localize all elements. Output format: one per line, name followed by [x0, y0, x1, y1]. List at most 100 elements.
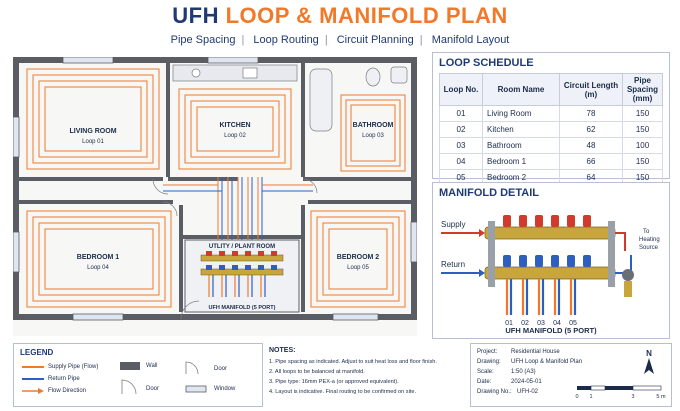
- room-loop-bedroom2: Loop 05: [347, 265, 369, 271]
- bracket-left: [488, 221, 495, 287]
- cell: 03: [439, 137, 483, 154]
- utility-room: [184, 239, 300, 313]
- scale-tick: 0: [575, 394, 578, 400]
- info-drawing: Drawing:UFH Loop & Manifold Plan: [477, 359, 583, 365]
- room-name-utility: UTLITY / PLANT ROOM: [209, 244, 275, 250]
- legend-wall-swatch: [120, 362, 140, 370]
- room-loop-living: Loop 01: [82, 139, 104, 145]
- supply-bar: [484, 226, 616, 240]
- loop-schedule-title: LOOP SCHEDULE: [439, 57, 534, 69]
- notes-panel: NOTES: 1. Pipe spacing as indicated. Adj…: [265, 343, 465, 405]
- plan-manifold: [200, 251, 284, 297]
- legend-door2-label: Door: [214, 366, 228, 372]
- feed-pipes: [163, 177, 313, 247]
- legend-door2-swatch: [185, 361, 199, 375]
- port-label: 04: [553, 320, 561, 327]
- manifold-detail-panel: MANIFOLD DETAIL Supply Return: [432, 182, 670, 339]
- return-label: Return: [441, 260, 465, 269]
- return-bar: [484, 266, 616, 280]
- legend-window-swatch: [185, 385, 207, 393]
- manifold-detail-drawing: Supply Return: [441, 215, 660, 327]
- cell: Kitchen: [482, 121, 560, 138]
- subtitle-bar: Pipe Spacing| Loop Routing| Circuit Plan…: [0, 34, 680, 46]
- window-marks: [13, 57, 417, 321]
- legend-title: LEGEND: [20, 348, 54, 357]
- supply-label: Supply: [441, 220, 465, 229]
- room-loop-kitchen: Loop 02: [224, 133, 246, 139]
- manifold-detail-caption: UFH MANIFOLD (5 PORT): [505, 326, 597, 335]
- room-loop-bathroom: Loop 03: [362, 133, 384, 139]
- project-info-panel: Project:Residential House Drawing:UFH Lo…: [470, 343, 672, 407]
- bath-fixtures: [309, 66, 408, 132]
- scale-tick: 3: [631, 394, 634, 400]
- room-name-bathroom: BATHROOM: [353, 122, 394, 129]
- plan-manifold-caption: UFH MANIFOLD (5 PORT): [209, 305, 276, 311]
- port-label: 02: [521, 320, 529, 327]
- loop-bedroom2: [310, 210, 406, 308]
- cell: 150: [622, 105, 663, 122]
- legend-supply-label: Supply Pipe (Flow): [48, 364, 99, 370]
- legend-door-label: Door: [146, 386, 160, 392]
- title-ufh: UFH: [172, 3, 219, 28]
- room-name-bedroom1: BEDROOM 1: [77, 254, 120, 261]
- source-label-3: Source: [639, 245, 659, 251]
- floor-plan: LIVING ROOM Loop 01 KITCHEN Loop 02 BATH…: [13, 57, 417, 336]
- col-header: Circuit Length (m): [559, 73, 623, 106]
- info-scale: Scale:1:50 (A3): [477, 369, 536, 375]
- scale-tick: 1: [589, 394, 592, 400]
- north-label: N: [646, 349, 652, 358]
- port-label: 05: [569, 320, 577, 327]
- source-label-1: To: [643, 229, 650, 235]
- cell: 04: [439, 153, 483, 170]
- north-and-scale: N 0 1 3 5 m: [575, 349, 666, 400]
- room-name-kitchen: KITCHEN: [219, 122, 250, 129]
- note-item: 3. Pipe type: 16mm PEX-a (or approved eq…: [269, 379, 399, 385]
- cell: 02: [439, 121, 483, 138]
- col-header: Loop No.: [439, 73, 483, 106]
- cell: 48: [559, 137, 623, 154]
- kitchen-counter: [172, 64, 298, 82]
- col-header: Room Name: [482, 73, 560, 106]
- cell: 150: [622, 153, 663, 170]
- note-item: 2. All loops to be balanced at manifold.: [269, 369, 365, 375]
- cell: 100: [622, 137, 663, 154]
- outgoing-pipes: [505, 279, 577, 315]
- subtitle-item: Manifold Layout: [431, 34, 510, 46]
- loop-living: [26, 68, 160, 170]
- info-drawing-no: Drawing No.:UFH-02: [477, 389, 539, 395]
- cell: Bathroom: [482, 137, 560, 154]
- legend-panel: LEGEND Supply Pipe (Flow) Return Pipe Fl…: [13, 343, 263, 407]
- cell: 62: [559, 121, 623, 138]
- note-item: 4. Layout is indicative. Final routing t…: [269, 389, 417, 395]
- heating-source-pipes: [615, 232, 634, 297]
- cell: 150: [622, 121, 663, 138]
- cell: Bedroom 1: [482, 153, 560, 170]
- bracket-right: [608, 221, 615, 287]
- note-item: 1. Pipe spacing as indicated. Adjust to …: [269, 359, 437, 365]
- legend-door-swatch: [121, 379, 137, 395]
- cell: Living Room: [482, 105, 560, 122]
- notes-title: NOTES:: [269, 347, 296, 354]
- port-label: 03: [537, 320, 545, 327]
- cell: 01: [439, 105, 483, 122]
- supply-valves: [503, 215, 591, 227]
- info-date: Date:2024-05-01: [477, 379, 542, 385]
- legend-return-label: Return Pipe: [48, 376, 80, 382]
- return-valves: [503, 255, 591, 267]
- legend-wall-label: Wall: [146, 363, 158, 369]
- table-header-row: Loop No. Room Name Circuit Length (m) Pi…: [439, 73, 663, 106]
- port-label: 01: [505, 320, 513, 327]
- loop-kitchen: [178, 88, 292, 170]
- col-header: Pipe Spacing (mm): [622, 73, 663, 106]
- room-loop-bedroom1: Loop 04: [87, 265, 109, 271]
- subtitle-item: Pipe Spacing: [170, 34, 236, 46]
- legend-flow-label: Flow Direction: [48, 388, 87, 394]
- legend-symbols: [22, 361, 207, 395]
- subtitle-item: Circuit Planning: [336, 34, 414, 46]
- legend-window-label: Window: [214, 386, 236, 392]
- info-project: Project:Residential House: [477, 349, 560, 355]
